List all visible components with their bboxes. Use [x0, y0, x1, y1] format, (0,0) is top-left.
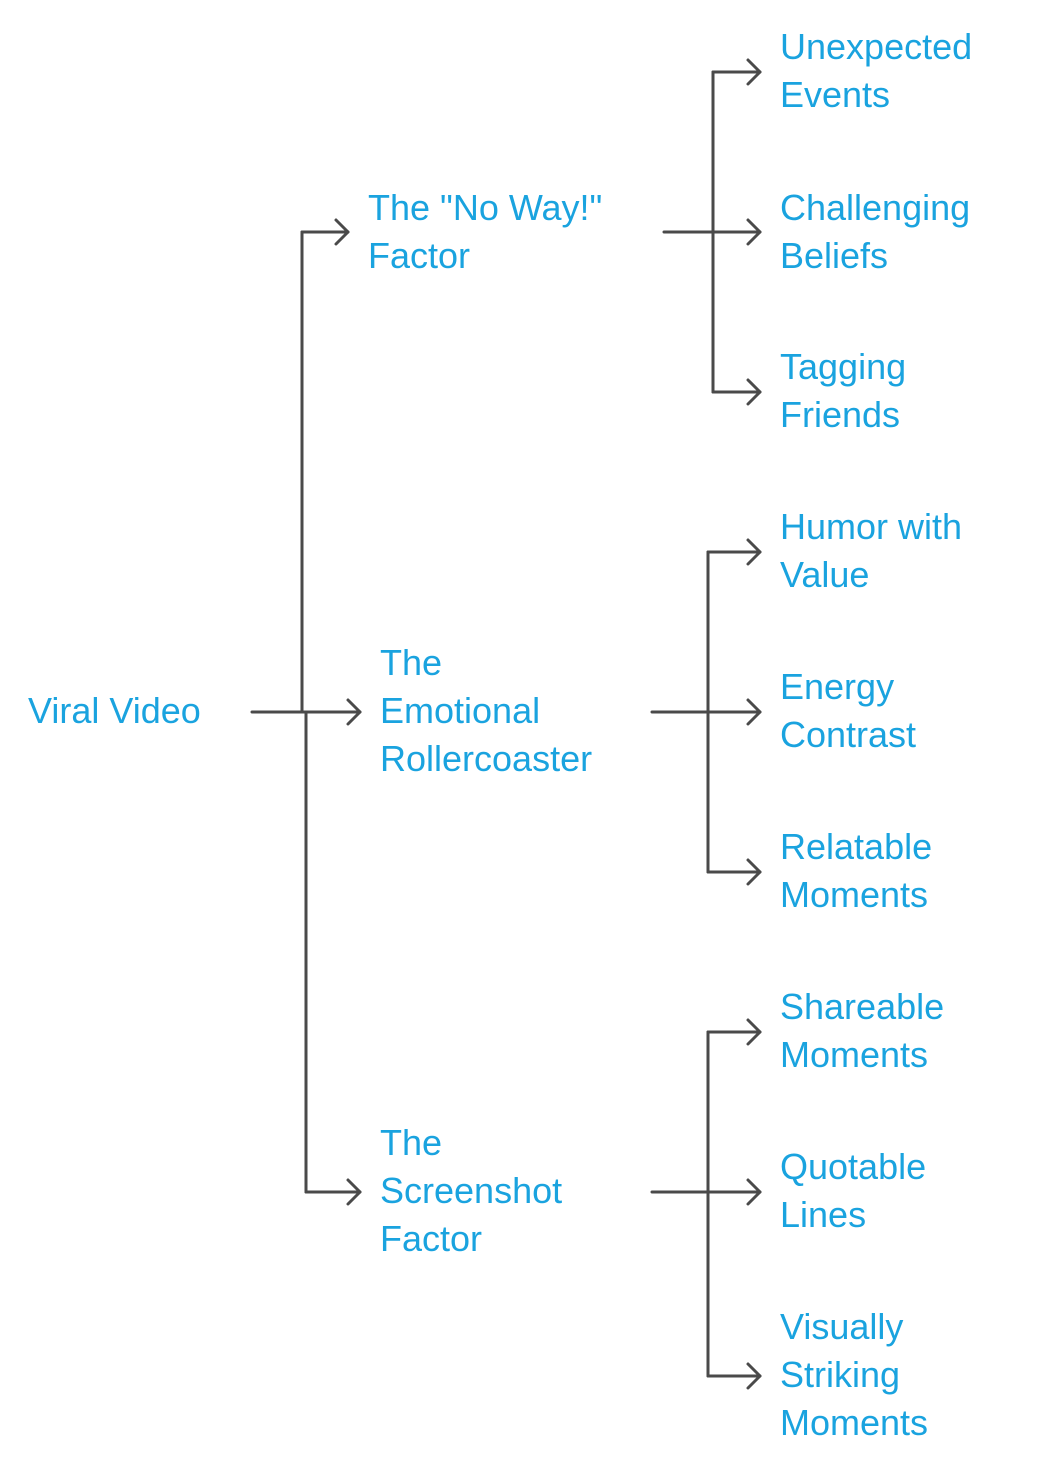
branch-node-label: The Emotional Rollercoaster — [380, 642, 593, 779]
branch-node-label: The "No Way!" Factor — [368, 187, 603, 276]
branch-node-label: The Screenshot Factor — [380, 1122, 563, 1259]
arrow-branch-2 — [346, 698, 362, 726]
leaf-node-label: Unexpected Events — [780, 26, 973, 115]
arrow-branch-1 — [334, 218, 350, 246]
arrow-leaf-2 — [746, 218, 762, 246]
leaf-node-label: Tagging Friends — [780, 346, 907, 435]
leaf-node-label: Quotable Lines — [780, 1146, 927, 1235]
arrow-branch-3 — [346, 1178, 362, 1206]
arrow-leaf-1 — [746, 58, 762, 86]
leaf-node-label: Shareable Moments — [780, 986, 945, 1075]
arrow-leaf-4 — [746, 538, 762, 566]
leaf-node-label: Humor with Value — [780, 506, 963, 595]
arrow-leaf-8 — [746, 1178, 762, 1206]
leaf-node-label: Visually Striking Moments — [780, 1306, 929, 1443]
arrow-leaf-3 — [746, 378, 762, 406]
arrow-leaf-9 — [746, 1362, 762, 1390]
leaf-node-label: Relatable Moments — [780, 826, 933, 915]
arrow-leaf-7 — [746, 1018, 762, 1046]
arrow-leaf-6 — [746, 858, 762, 886]
leaf-node-label: Challenging Beliefs — [780, 187, 971, 276]
leaf-node-label: Energy Contrast — [780, 666, 917, 755]
arrow-leaf-5 — [746, 698, 762, 726]
root-node-label: Viral Video — [28, 690, 201, 731]
